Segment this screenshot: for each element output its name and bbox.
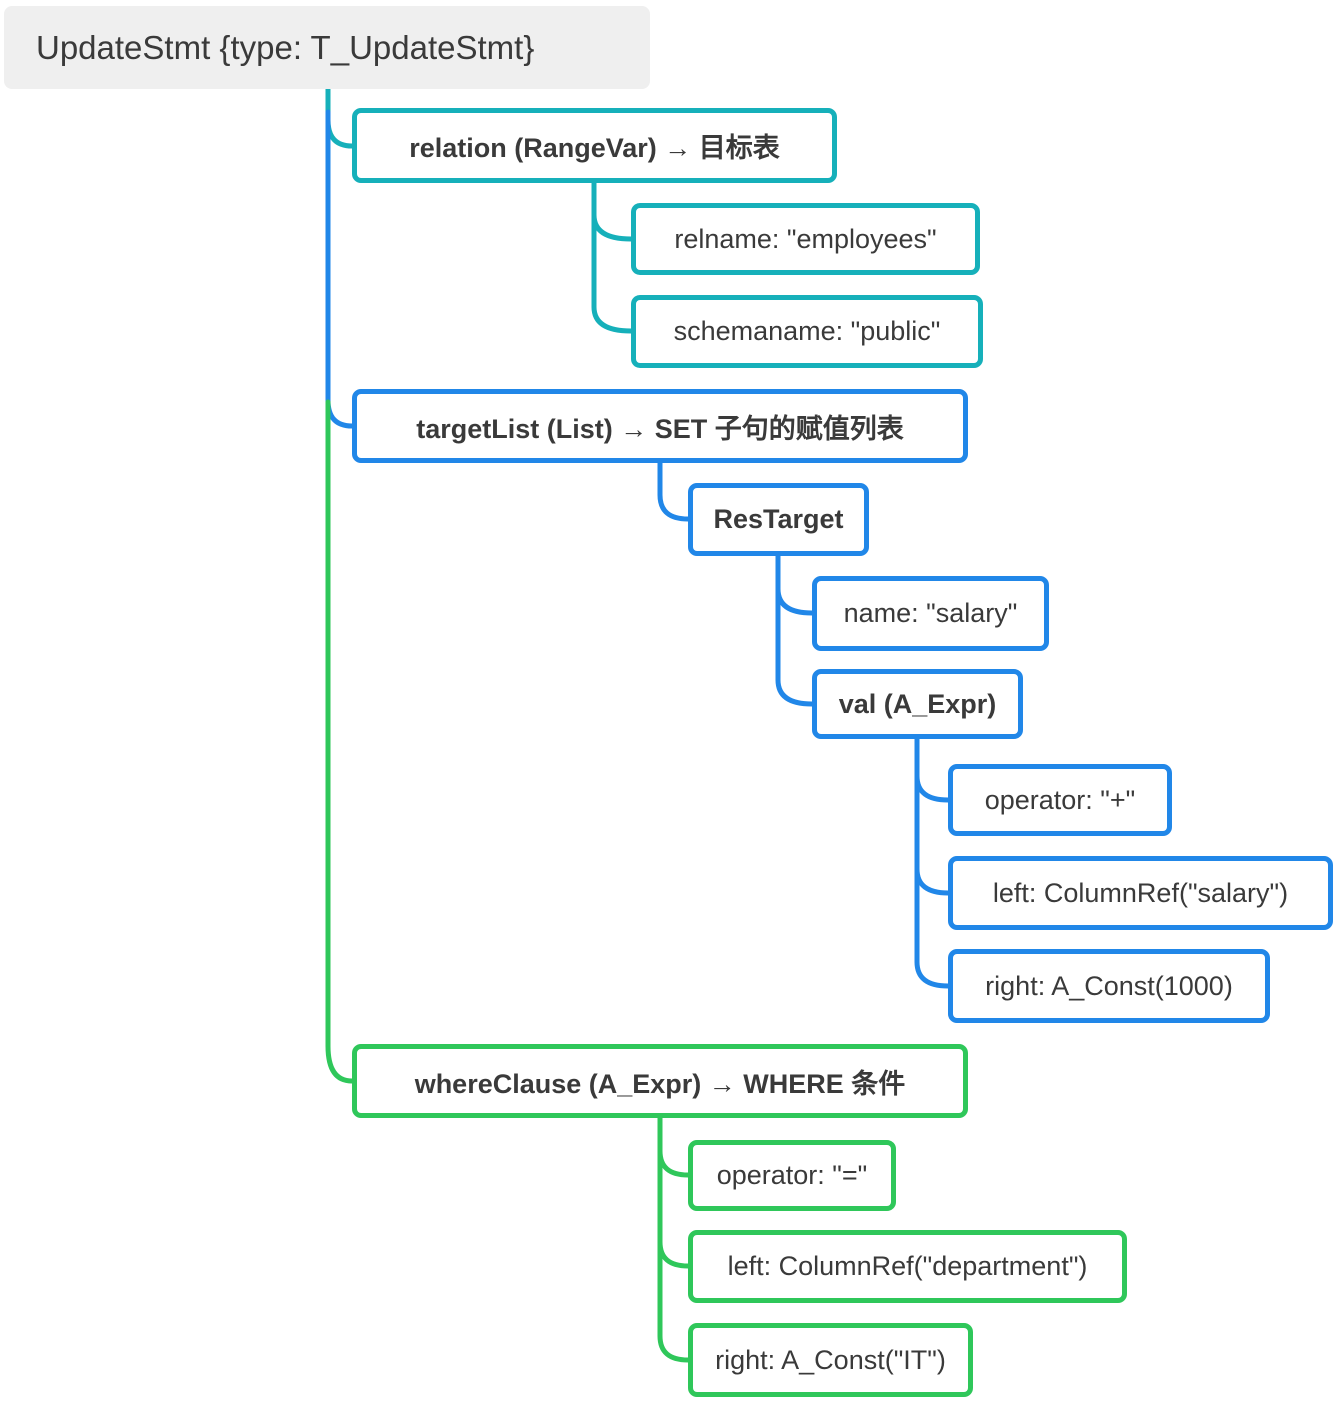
node-val[interactable]: val (A_Expr) — [812, 669, 1023, 739]
node-updatestmt[interactable]: UpdateStmt {type: T_UpdateStmt} — [4, 6, 650, 89]
connector-relation-schemaname — [591, 180, 634, 334]
connector-root-relation — [325, 86, 355, 149]
connector-val-operator — [914, 736, 951, 803]
node-restarget-name[interactable]: name: "salary" — [812, 576, 1049, 651]
connector-where-right — [657, 1115, 691, 1363]
connector-restarget-val — [775, 553, 815, 707]
connector-where-left — [657, 1115, 691, 1269]
connector-root-whereclause — [325, 399, 355, 1084]
connector-val-left — [914, 736, 951, 896]
node-where-left[interactable]: left: ColumnRef("department") — [688, 1230, 1127, 1303]
connector-targetlist-restarget — [657, 460, 691, 522]
node-relation[interactable]: relation (RangeVar) → 目标表 — [352, 108, 837, 183]
connector-restarget-name — [775, 553, 815, 616]
node-relname[interactable]: relname: "employees" — [631, 203, 980, 275]
connector-where-operator — [657, 1115, 691, 1178]
node-where-right[interactable]: right: A_Const("IT") — [688, 1323, 973, 1397]
node-whereclause[interactable]: whereClause (A_Expr) → WHERE 条件 — [352, 1044, 968, 1118]
node-targetlist[interactable]: targetList (List) → SET 子句的赋值列表 — [352, 389, 968, 463]
node-val-left[interactable]: left: ColumnRef("salary") — [948, 856, 1333, 930]
node-val-operator[interactable]: operator: "+" — [948, 764, 1172, 836]
connector-val-right — [914, 736, 951, 989]
node-schemaname[interactable]: schemaname: "public" — [631, 295, 983, 368]
node-val-right[interactable]: right: A_Const(1000) — [948, 949, 1270, 1023]
connector-relation-relname — [591, 180, 634, 242]
node-where-operator[interactable]: operator: "=" — [688, 1140, 896, 1211]
node-restarget[interactable]: ResTarget — [688, 483, 869, 556]
connector-root-targetlist — [325, 109, 355, 429]
